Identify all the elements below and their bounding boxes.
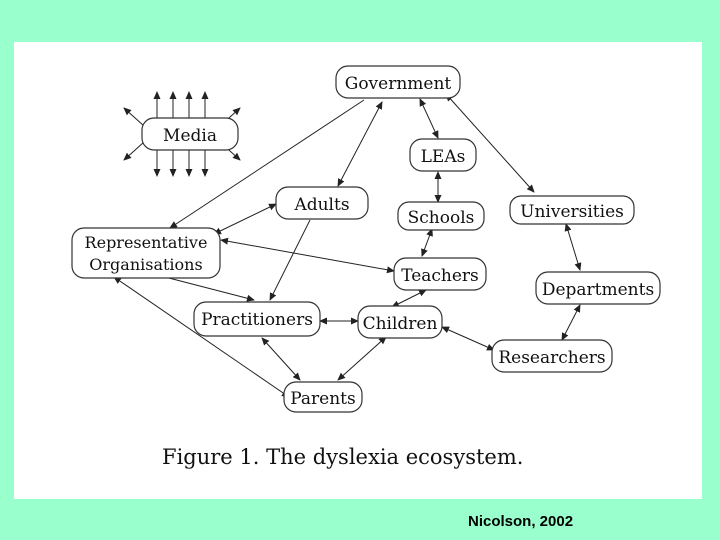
edge-teachers-children <box>391 289 427 308</box>
edge-children-researchers <box>441 326 495 351</box>
node-leas: LEAs <box>409 138 477 172</box>
node-departments-label: Departments <box>542 280 654 300</box>
edge-representative-parents <box>113 276 290 398</box>
edge-adults-practitioners <box>269 219 311 301</box>
node-researchers-label: Researchers <box>498 348 605 368</box>
edge-representative-teachers <box>220 237 395 274</box>
node-representative-label-1: Representative <box>85 233 208 252</box>
node-adults-label: Adults <box>293 195 349 215</box>
node-children: Children <box>357 305 443 339</box>
edge-practitioners-parents <box>261 337 301 381</box>
edge-universities-departments <box>564 223 582 271</box>
node-universities-label: Universities <box>520 202 624 222</box>
edge-schools-teachers <box>421 228 433 257</box>
node-schools: Schools <box>397 201 485 231</box>
node-representative-label-2: Organisations <box>89 255 202 274</box>
node-researchers: Researchers <box>491 339 613 373</box>
media-arrows <box>123 91 241 177</box>
node-teachers: Teachers <box>393 257 487 291</box>
node-media-label: Media <box>163 126 217 146</box>
edge-children-parents <box>337 336 387 381</box>
figure-caption: Figure 1. The dyslexia ecosystem. <box>162 445 524 469</box>
edge-government-universities <box>445 93 535 193</box>
source-credit: Nicolson, 2002 <box>468 513 574 530</box>
edge-representative-adults <box>213 203 277 235</box>
node-parents: Parents <box>283 381 363 413</box>
node-practitioners: Practitioners <box>193 301 321 337</box>
node-universities: Universities <box>509 195 635 225</box>
node-representative-organisations: Representative Organisations <box>71 227 221 279</box>
node-government: Government <box>335 65 461 99</box>
node-adults: Adults <box>275 186 369 220</box>
edge-government-representative <box>169 99 365 229</box>
media-arrow-upleft <box>123 107 145 127</box>
figure-panel: Media Government LEAs Adults Schools Uni… <box>14 42 702 499</box>
node-leas-label: LEAs <box>421 147 466 167</box>
node-departments: Departments <box>535 271 661 305</box>
ecosystem-diagram: Media Government LEAs Adults Schools Uni… <box>71 65 661 413</box>
media-arrow-downleft <box>123 141 145 161</box>
edge-government-adults <box>337 101 383 187</box>
node-schools-label: Schools <box>408 208 475 228</box>
node-practitioners-label: Practitioners <box>201 310 313 330</box>
edges <box>113 91 582 398</box>
node-parents-label: Parents <box>290 389 356 409</box>
node-government-label: Government <box>345 74 452 94</box>
node-teachers-label: Teachers <box>401 266 479 286</box>
edge-departments-researchers <box>561 304 581 341</box>
node-media: Media <box>141 117 239 151</box>
edge-government-leas <box>419 98 439 139</box>
node-children-label: Children <box>363 314 438 334</box>
